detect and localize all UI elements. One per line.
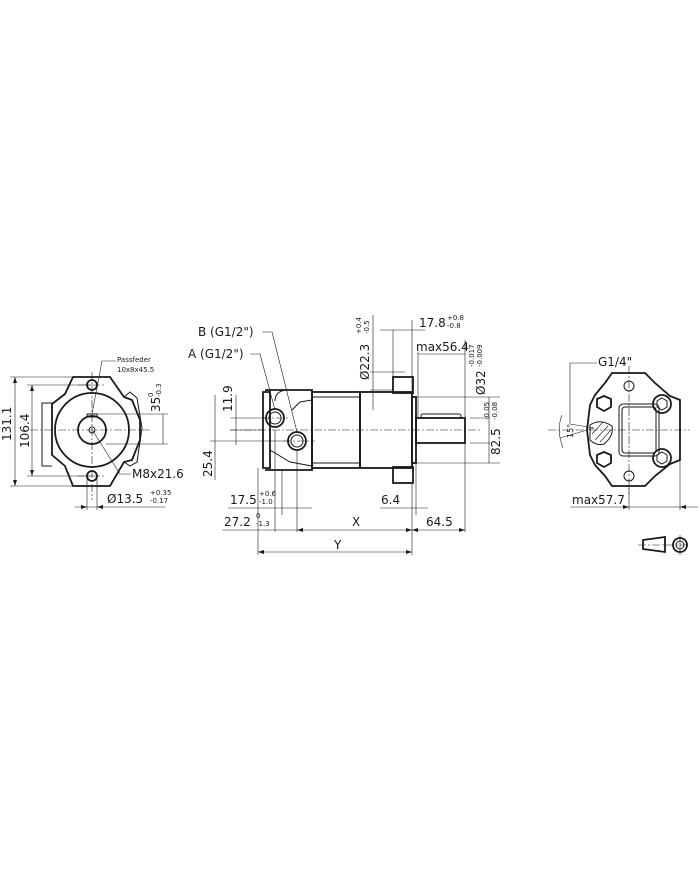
svg-text:-0.8: -0.8 [447, 322, 461, 330]
rear-housing [586, 372, 681, 487]
dim-82-5: 82.5 [489, 428, 503, 455]
end-cap [262, 391, 271, 469]
front-view: 131.1 106.4 35 0 -0.3 Passfeder 10x8x45.… [0, 356, 184, 510]
side-view: B (G1/2") A (G1/2") 11.9 25.4 Ø22.3 +0.4… [188, 314, 503, 555]
g14-port [589, 421, 613, 445]
hex-bolt [596, 395, 612, 413]
svg-text:-0.3: -0.3 [155, 383, 163, 397]
flange-top [392, 376, 414, 394]
svg-text:+0.35: +0.35 [150, 489, 171, 497]
flange-bottom [392, 466, 414, 484]
projection-symbol [638, 535, 690, 555]
hex-bolt [596, 451, 612, 469]
dia-13-5: Ø13.5 [107, 492, 143, 506]
svg-text:-1.0: -1.0 [259, 498, 273, 506]
dim-106-4: 106.4 [18, 414, 32, 448]
angle-label: 15° [566, 424, 575, 438]
thread-label: M8x21.6 [132, 467, 184, 481]
svg-text:-0.05: -0.05 [483, 402, 491, 420]
dim-17-8: 17.8 [419, 316, 446, 330]
svg-text:-0.08: -0.08 [491, 402, 499, 420]
dim-27-2: 27.2 [224, 515, 251, 529]
dim-35: 35 [149, 397, 163, 412]
hex-bolt [656, 397, 668, 411]
dim-x: X [352, 515, 360, 529]
dim-max56-4: max56.4 [416, 340, 469, 354]
dim-y: Y [333, 538, 342, 552]
dim-131-1: 131.1 [0, 407, 14, 441]
side-lug [41, 402, 52, 467]
dim-17-5: 17.5 [230, 493, 257, 507]
output-shaft [415, 417, 466, 444]
right-lug [123, 391, 143, 467]
svg-text:0: 0 [256, 512, 260, 520]
g14-label: G1/4" [598, 355, 632, 369]
svg-text:-0.017: -0.017 [468, 344, 476, 367]
dim-25-4: 25.4 [201, 450, 215, 477]
rear-view: G1/4" 15° max57.7 [548, 355, 698, 510]
dia-22-3: Ø22.3 [358, 344, 372, 380]
svg-text:-0.009: -0.009 [476, 344, 484, 367]
svg-text:+0.6: +0.6 [259, 490, 277, 498]
hex-bolt [656, 451, 668, 465]
shaft-key [420, 413, 462, 419]
dia-32: Ø32 [474, 370, 488, 395]
port-b-label: B (G1/2") [198, 325, 254, 339]
svg-text:-1.3: -1.3 [256, 520, 270, 528]
dim-11-9: 11.9 [221, 385, 235, 412]
svg-text:-0.17: -0.17 [150, 497, 168, 505]
svg-text:+0.4: +0.4 [355, 316, 363, 334]
dim-max57-7: max57.7 [572, 493, 625, 507]
dim-6-4: 6.4 [381, 493, 400, 507]
svg-text:+0.8: +0.8 [447, 314, 464, 322]
svg-text:0: 0 [147, 393, 155, 397]
svg-text:-0.5: -0.5 [363, 320, 371, 334]
passfeder-label: Passfeder [117, 356, 151, 364]
dim-64-5: 64.5 [426, 515, 453, 529]
passfeder-spec: 10x8x45.5 [117, 366, 154, 374]
port-a-label: A (G1/2") [188, 347, 244, 361]
